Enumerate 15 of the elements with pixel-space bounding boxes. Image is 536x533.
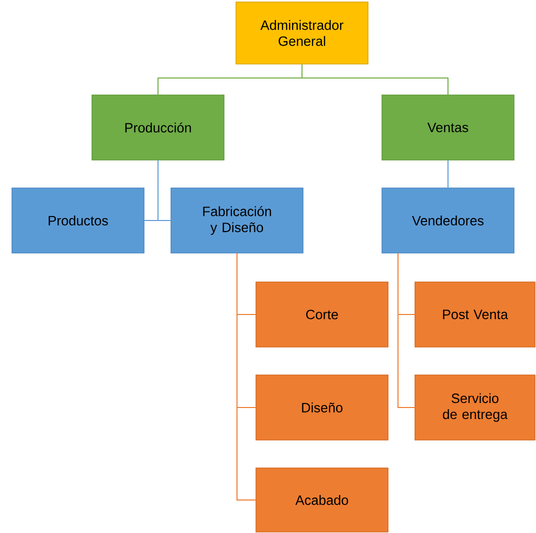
org-box: Vendedores	[382, 188, 514, 254]
org-box: Acabado	[256, 468, 388, 532]
org-box: Productos	[12, 188, 144, 254]
org-box: Ventas	[382, 94, 514, 160]
org-box: Post Venta	[414, 282, 536, 348]
org-box: Fabricación y Diseño	[170, 188, 304, 254]
connector-line	[398, 252, 416, 408]
connector-line	[302, 64, 448, 96]
org-box: Producción	[92, 94, 224, 160]
connector-line	[158, 160, 172, 221]
org-box: Corte	[256, 282, 388, 348]
org-box: Servicio de entrega	[414, 374, 536, 440]
connector-line	[236, 252, 256, 500]
org-box: Diseño	[256, 374, 388, 440]
org-box: Administrador General	[236, 2, 368, 64]
